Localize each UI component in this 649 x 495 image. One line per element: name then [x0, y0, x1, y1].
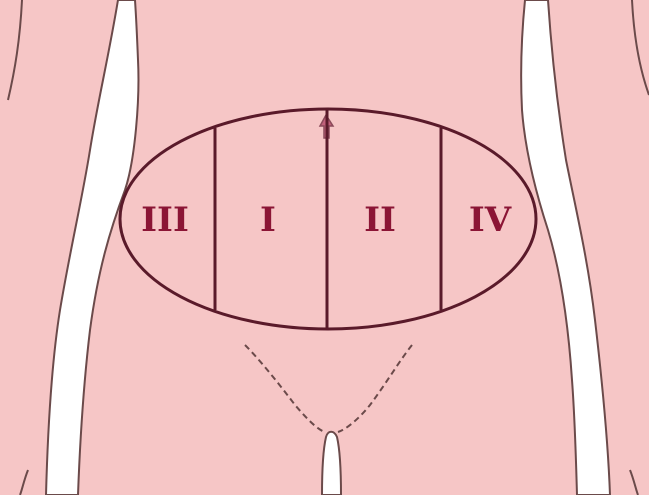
region-label-I: I [260, 200, 276, 240]
region-label-III: III [141, 200, 189, 240]
thigh-gap [322, 432, 341, 495]
region-label-IV: IV [469, 200, 512, 240]
region-label-II: II [364, 200, 396, 240]
